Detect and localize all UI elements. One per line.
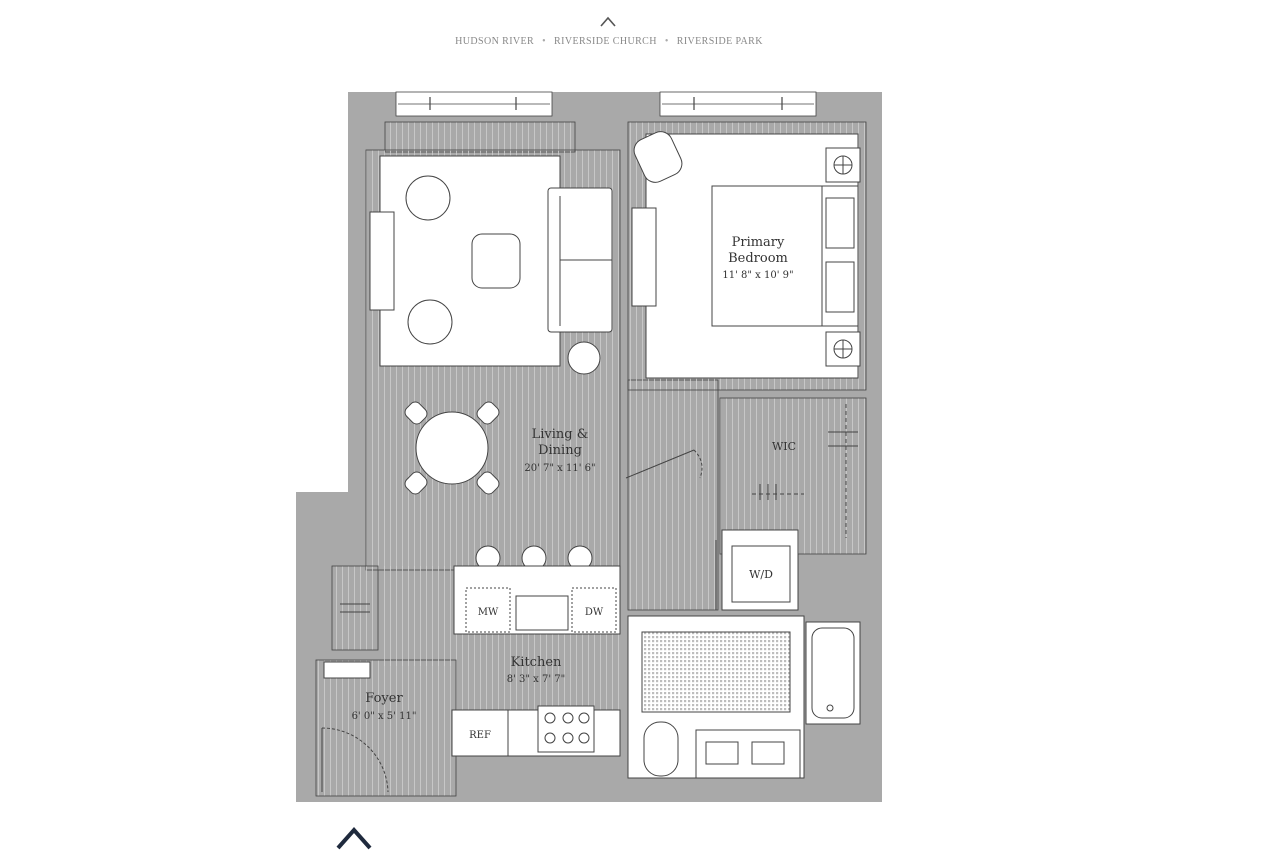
foyer-bench [323, 661, 371, 679]
microwave [465, 587, 511, 633]
bed [711, 185, 823, 327]
area-rug [379, 155, 561, 367]
label-primary-bedroom-dims: 11' 8" x 10' 9" [722, 270, 793, 281]
entry-caret-icon [336, 826, 372, 850]
dining-table [415, 411, 489, 485]
label-wic: WIC [772, 440, 796, 453]
view-labels: HUDSON RIVER • RIVERSIDE CHURCH • RIVERSIDE … [300, 36, 918, 47]
view-separator: • [664, 36, 669, 47]
shower-floor [641, 631, 791, 713]
dresser [631, 207, 657, 307]
label-primary-bedroom-line2: Bedroom [728, 251, 788, 266]
label-living-dining-line1: Living & [532, 427, 589, 442]
label-foyer-dims: 6' 0" x 5' 11" [352, 711, 417, 722]
sink [705, 741, 739, 765]
bedroom-chair [633, 131, 683, 183]
label-dw: DW [585, 607, 604, 618]
doors [321, 449, 717, 793]
north-caret-icon [600, 16, 616, 27]
armchair [407, 299, 453, 345]
sink [515, 595, 569, 631]
label-mw: MW [478, 607, 499, 618]
windows [395, 91, 817, 117]
label-wd: W/D [749, 568, 773, 581]
label-foyer: Foyer [365, 691, 403, 706]
dishwasher [571, 587, 617, 633]
view-label-riverside-church: RIVERSIDE CHURCH [554, 36, 657, 47]
view-separator: • [542, 36, 547, 47]
label-primary-bedroom-line1: Primary [732, 235, 785, 250]
kitchen-fixtures [451, 565, 621, 757]
pillow [825, 197, 855, 249]
pillow [825, 261, 855, 313]
living-furniture [369, 155, 613, 571]
view-label-riverside-park: RIVERSIDE PARK [676, 36, 763, 47]
label-living-dining-dims: 20' 7" x 11' 6" [524, 463, 595, 474]
console [369, 211, 395, 311]
toilet [643, 721, 679, 777]
wic-closet-rods [340, 404, 858, 613]
label-kitchen: Kitchen [511, 655, 562, 670]
view-label-hudson-river: HUDSON RIVER [455, 36, 535, 47]
label-living-dining-line2: Dining [538, 443, 582, 458]
bathroom [627, 615, 861, 779]
washer-dryer [731, 545, 791, 603]
armchair [405, 175, 451, 221]
coffee-table [471, 233, 521, 289]
bedroom-furniture [631, 131, 861, 379]
side-table [567, 341, 601, 375]
label-ref: REF [469, 730, 491, 741]
label-kitchen-dims: 8' 3" x 7' 7" [507, 674, 566, 685]
sink [751, 741, 785, 765]
nightstand [825, 147, 861, 183]
refrigerator [451, 709, 509, 757]
